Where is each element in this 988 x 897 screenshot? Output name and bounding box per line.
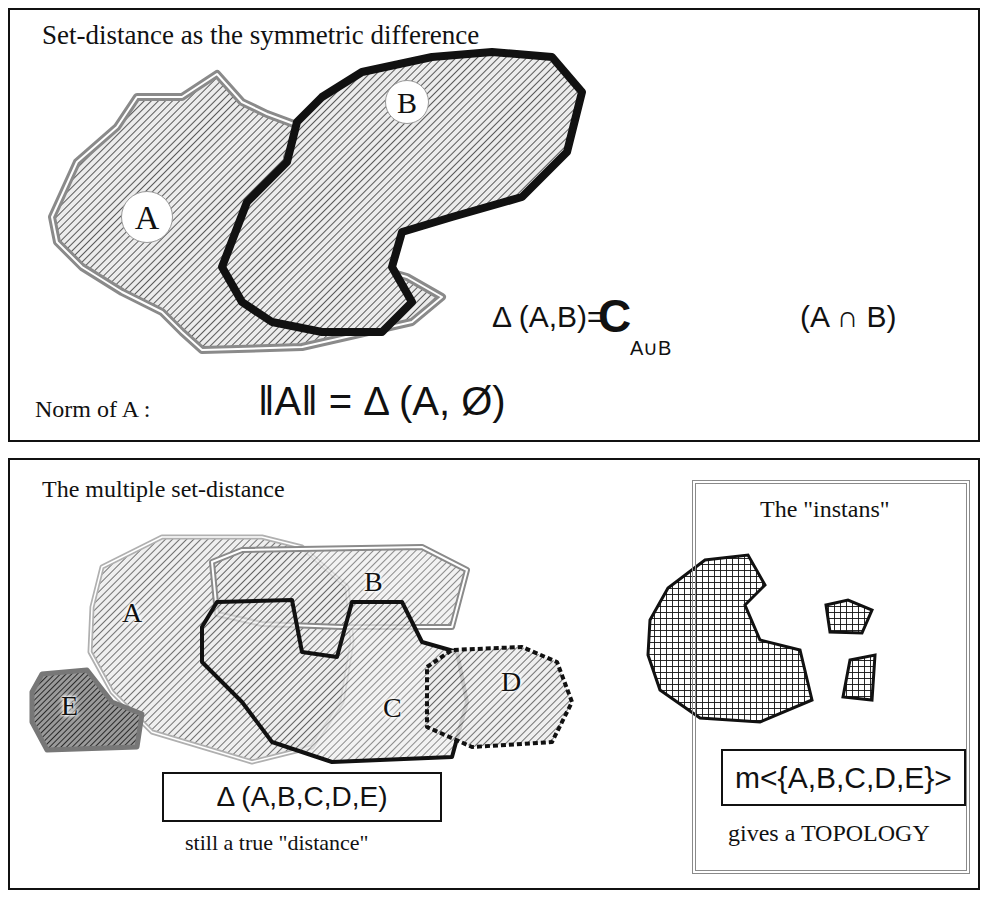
set-letter: A — [122, 597, 142, 629]
formula: (A ∩ B) — [800, 300, 897, 335]
formula-box: m<{A,B,C,D,E}> — [721, 749, 966, 806]
formula: ‖A‖ = Δ (A, Ø) — [258, 378, 506, 424]
set-letter: C — [383, 692, 402, 724]
caption-text: Norm of A : — [35, 396, 150, 424]
formula: Δ (A,B)= — [492, 300, 605, 335]
note-text: still a true "distance" — [185, 830, 369, 855]
inset-panel: The "instans" m<{A,B,C,D,E}> — [692, 480, 970, 874]
instans-shapes — [648, 555, 875, 722]
set-letter: D — [501, 666, 521, 698]
set-letter: B — [385, 80, 429, 124]
formula-text: Δ (A,B,C,D,E) — [216, 782, 387, 813]
set-region: B — [216, 46, 588, 338]
set-letter: A — [121, 191, 173, 243]
region-outline — [421, 641, 579, 753]
region-outline — [26, 664, 148, 756]
panel-title: The multiple set-distance — [42, 476, 285, 504]
formula-text: m<{A,B,C,D,E}> — [735, 761, 952, 794]
set-letter: E — [61, 690, 78, 722]
region-fill — [222, 52, 582, 332]
panel-title: The "instans" — [760, 496, 890, 524]
panel-title: Set-distance as the symmetric difference — [42, 20, 479, 51]
set-letter: B — [364, 566, 383, 598]
formula-box: Δ (A,B,C,D,E) — [162, 772, 442, 822]
formula-symbol: C — [598, 290, 631, 343]
note-text: gives a TOPOLOGY — [728, 820, 930, 848]
formula-subscript: A∪B — [630, 337, 671, 360]
region-fill — [427, 647, 572, 747]
region-fill — [32, 670, 142, 750]
panel: Set-distance as the symmetric difference… — [8, 8, 980, 442]
set-region: E — [26, 664, 148, 756]
set-region: D — [421, 641, 579, 753]
